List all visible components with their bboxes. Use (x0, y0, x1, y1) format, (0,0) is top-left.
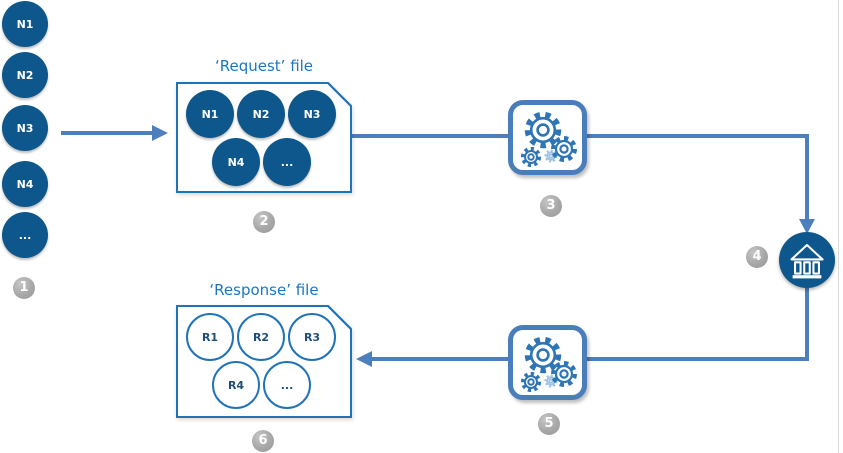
bank-icon (790, 244, 824, 279)
stack-node: ... (2, 212, 48, 258)
arrow-bank-to-response (372, 286, 809, 361)
step-badge-2: 2 (253, 211, 275, 233)
step-badge-5: 5 (538, 413, 560, 435)
arrowhead-right-icon (152, 125, 168, 141)
step-badge-4: 4 (746, 246, 768, 268)
gears-icon (520, 336, 577, 392)
step-badge-3: 3 (540, 195, 562, 217)
response-processing-box (508, 325, 587, 400)
response-node: R2 (237, 313, 285, 361)
response-node: R4 (212, 361, 260, 409)
response-node: R1 (186, 313, 234, 361)
request-file-title: ‘Request’ file (214, 57, 314, 75)
request-node: ... (263, 138, 311, 186)
request-node: N4 (212, 138, 260, 186)
stack-node: N4 (2, 161, 48, 207)
arrow-request-to-bank (352, 134, 809, 220)
stack-node: N2 (2, 52, 48, 98)
request-node: N2 (237, 90, 285, 138)
stack-node: N3 (2, 105, 48, 151)
response-node: ... (263, 361, 311, 409)
response-file-box: R1 R2 R3 R4 ... (176, 305, 352, 418)
request-file-box: N1 N2 N3 N4 ... (176, 82, 352, 193)
request-node: N3 (288, 90, 336, 138)
gears-icon (520, 111, 577, 167)
request-node: N1 (186, 90, 234, 138)
request-processing-box (508, 100, 587, 175)
slide-edge-divider (838, 0, 839, 453)
bank-destination (779, 232, 835, 288)
arrowhead-left-icon (356, 351, 372, 367)
step-badge-6: 6 (252, 430, 274, 452)
arrowhead-down-icon (799, 219, 815, 234)
response-node: R3 (288, 313, 336, 361)
response-file-title: ‘Response’ file (209, 281, 319, 299)
step-badge-1: 1 (13, 277, 35, 299)
stack-node: N1 (2, 1, 48, 47)
